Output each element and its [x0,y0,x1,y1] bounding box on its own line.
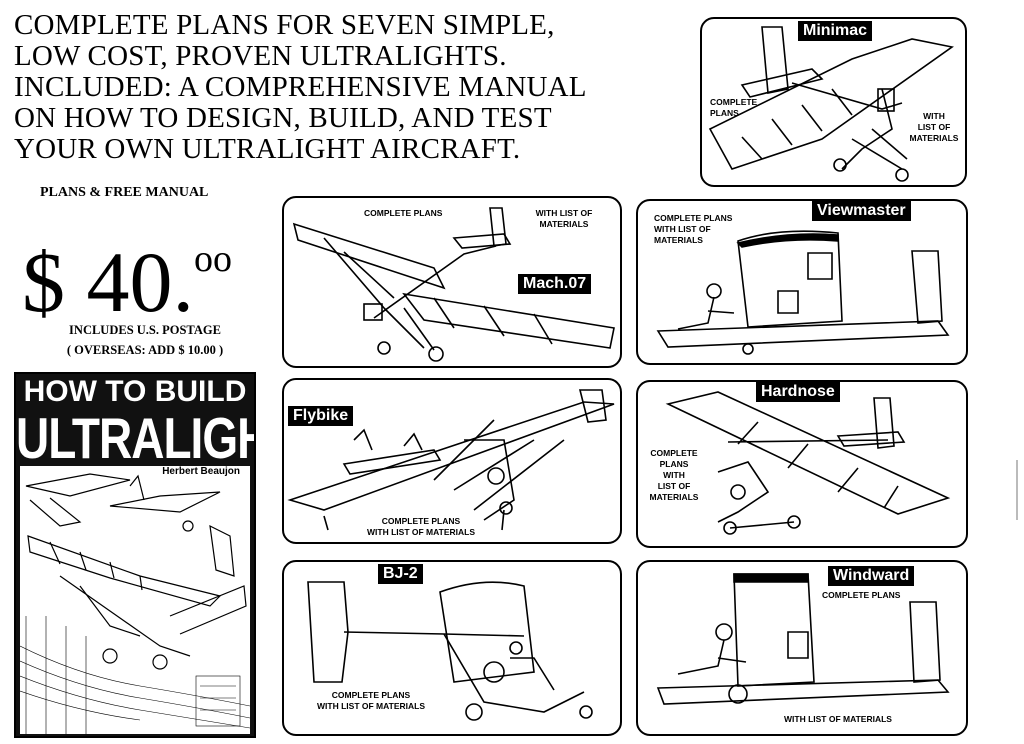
panel-windward: Windward COMPLETE PLANS WITH LIST OF MAT… [636,560,968,736]
offer-label: PLANS & FREE MANUAL [40,185,209,200]
windward-note-top: COMPLETE PLANS [822,590,901,600]
note-line: MATERIALS [654,235,703,245]
bj2-note: COMPLETE PLANS WITH LIST OF MATERIALS [296,690,446,712]
note-line: PLANS [710,108,739,118]
hardnose-plane-icon [665,391,951,535]
postage-info: INCLUDES U.S. POSTAGE ( OVERSEAS: ADD $ … [30,320,260,360]
note-line: MATERIALS [649,492,699,502]
scan-edge-mark [1016,460,1018,520]
price-cents: oo [194,238,232,280]
minimac-name: Minimac [798,21,873,41]
note-line: COMPLETE [650,448,698,458]
note-line: LIST OF [917,122,951,132]
note-line: COMPLETE PLANS [654,213,733,223]
viewmaster-plane-icon [656,230,950,355]
flybike-name: Flybike [288,406,354,426]
book-author: Herbert Beaujon [162,466,240,477]
note-line: COMPLETE PLANS [381,516,461,526]
headline-line: LOW COST, PROVEN ULTRALIGHTS. [14,40,507,72]
panel-viewmaster: Viewmaster COMPLETE PLANS WITH LIST OF M… [636,199,968,365]
book-cover-illustration: Herbert Beaujon [19,466,251,734]
note-line: PLANS [659,459,689,469]
windward-note-bottom: WITH LIST OF MATERIALS [784,714,892,724]
book-planes-icon [19,473,251,734]
note-line: WITH [663,470,685,480]
flybike-note: COMPLETE PLANS WITH LIST OF MATERIALS [346,516,496,538]
viewmaster-note: COMPLETE PLANS WITH LIST OF MATERIALS [654,213,732,246]
book-cover: HOW TO BUILD ULTRALIGHTS Herbert Beaujon [14,372,256,738]
headline-line: INCLUDED: A COMPREHENSIVE MANUAL [14,71,587,103]
overseas-line: ( OVERSEAS: ADD $ 10.00 ) [66,343,224,357]
windward-name: Windward [828,566,915,586]
panel-hardnose: Hardnose COMPLETE PLANS WITH LIST OF MAT… [636,380,968,548]
headline-line: ON HOW TO DESIGN, BUILD, AND TEST [14,102,552,134]
note-line: COMPLETE PLANS [331,690,411,700]
mach07-name: Mach.07 [518,274,592,294]
bj2-plane-icon [307,581,593,721]
note-line: WITH [923,111,945,121]
mach07-note-left: COMPLETE PLANS [364,208,443,218]
postage-line: INCLUDES U.S. POSTAGE [69,323,221,337]
note-line: WITH LIST OF [654,224,711,234]
hardnose-name: Hardnose [756,382,840,402]
windward-plane-icon [656,573,950,705]
panel-flybike: Flybike COMPLETE PLANS WITH LIST OF MATE… [282,378,622,544]
bj2-name: BJ-2 [378,564,423,584]
note-line: MATERIALS [909,133,959,143]
headline: COMPLETE PLANS FOR SEVEN SIMPLE, LOW COS… [14,10,674,165]
panel-bj2: BJ-2 COMPLETE PLANS WITH LIST OF MATERIA… [282,560,622,736]
flybike-plane-icon [287,389,615,531]
note-line: WITH LIST OF MATERIALS [367,527,475,537]
viewmaster-name: Viewmaster [812,201,911,221]
hardnose-note: COMPLETE PLANS WITH LIST OF MATERIALS [642,448,706,503]
price-main: $ 40. [22,234,194,330]
book-title-line2: ULTRALIGHTS [16,405,254,471]
panel-mach07: Mach.07 COMPLETE PLANS WITH LIST OF MATE… [282,196,622,368]
price: $ 40.oo [22,214,232,327]
mach07-plane-icon [292,207,615,362]
note-line: MATERIALS [539,219,589,229]
headline-line: COMPLETE PLANS FOR SEVEN SIMPLE, [14,9,555,41]
note-line: WITH LIST OF MATERIALS [317,701,425,711]
note-line: LIST OF [657,481,691,491]
panel-minimac: Minimac COMPLETE PLANS WITH LIST OF MATE… [700,17,967,187]
note-line: COMPLETE [710,97,758,107]
headline-line: YOUR OWN ULTRALIGHT AIRCRAFT. [14,133,521,165]
note-line: WITH LIST OF [535,208,593,218]
book-title-line1: HOW TO BUILD [23,375,247,408]
minimac-note-left: COMPLETE PLANS [710,97,757,119]
mach07-note-right: WITH LIST OF MATERIALS [516,208,612,230]
minimac-note-right: WITH LIST OF MATERIALS [902,111,965,144]
minimac-plane-icon [708,26,954,182]
